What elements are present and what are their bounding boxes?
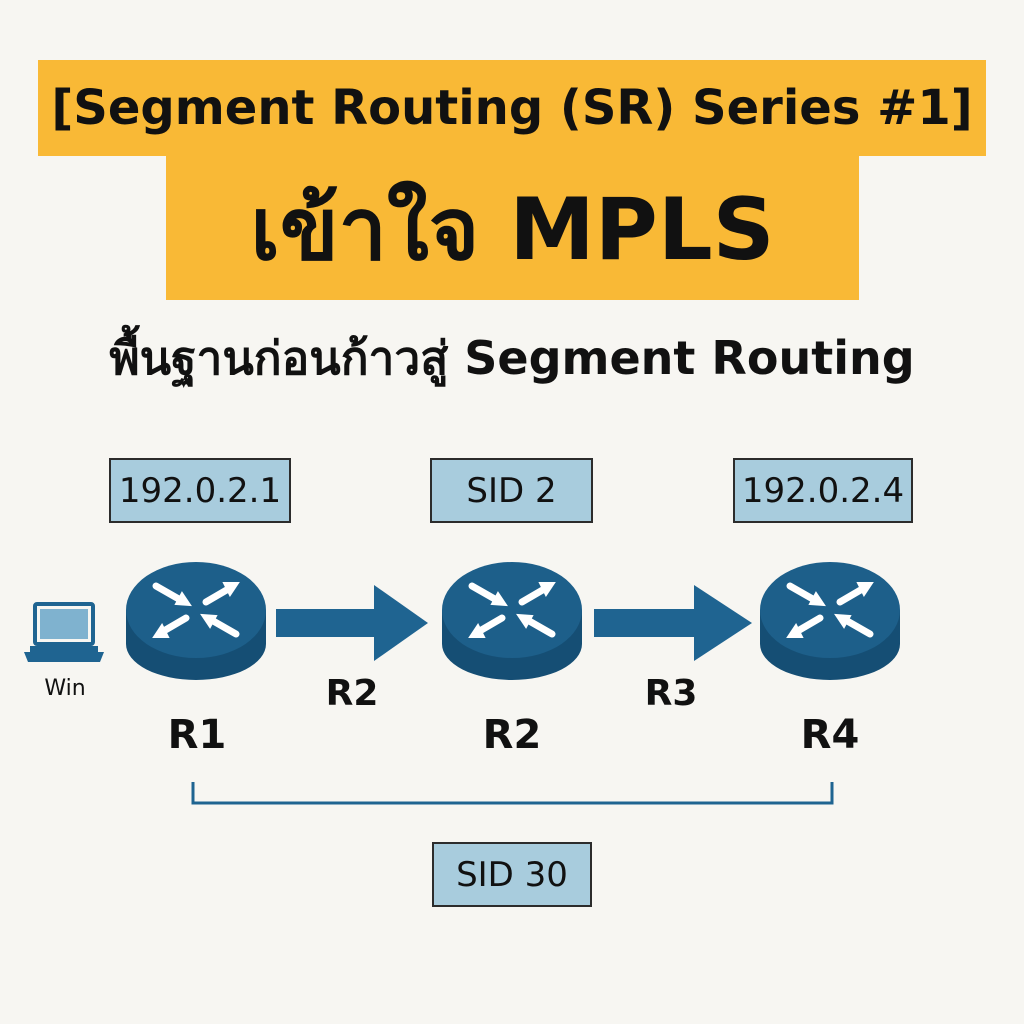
series-title-banner: [Segment Routing (SR) Series #1] [38,60,986,156]
subtitle: พื้นฐานก่อนก้าวสู่ Segment Routing [109,331,915,385]
r1-address-label: 192.0.2.1 [118,470,282,511]
router-name-r1: R1 [167,712,227,758]
link-label-1: R2 [325,673,379,714]
host-label: Win [44,676,86,701]
router-icon-r4 [760,562,900,680]
r2-sid-box: SID 2 [430,458,593,523]
router-name-r2: R2 [482,712,542,758]
r4-address-label: 192.0.2.4 [741,470,905,511]
span-bracket [191,782,834,805]
main-title-banner: เข้าใจ MPLS [166,156,859,300]
laptop-icon [24,602,104,662]
r4-address-box: 192.0.2.4 [733,458,913,523]
router-icon-r1 [126,562,266,680]
router-name-r4: R4 [800,712,860,758]
series-title: [Segment Routing (SR) Series #1] [51,80,973,136]
span-sid-box: SID 30 [432,842,592,907]
r2-sid-label: SID 2 [466,470,557,511]
link-label-2: R3 [644,673,698,714]
r1-address-box: 192.0.2.1 [109,458,291,523]
link-arrow-1 [276,585,428,661]
span-sid-label: SID 30 [456,854,568,895]
router-icon-r2 [442,562,582,680]
link-arrow-2 [594,585,752,661]
main-title: เข้าใจ MPLS [250,179,775,280]
